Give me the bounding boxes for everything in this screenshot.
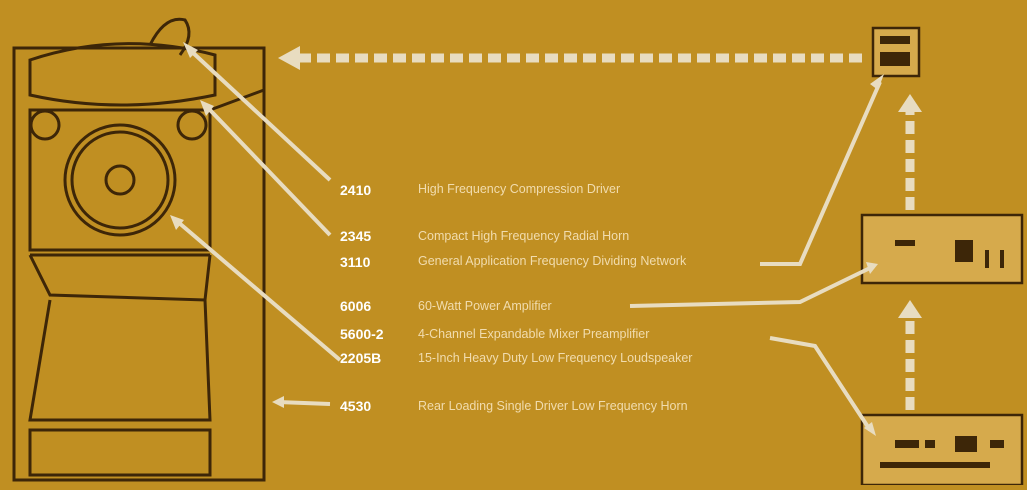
compression-driver-drawing: [148, 17, 191, 56]
component-model-2410: 2410: [340, 182, 372, 198]
component-model-4530: 4530: [340, 398, 372, 414]
leader-arrow-heads: [170, 42, 884, 436]
component-description-4530: Rear Loading Single Driver Low Frequency…: [418, 399, 688, 413]
arrow-head-amp: [898, 300, 922, 318]
woofer-outer-ring: [63, 123, 177, 237]
component-description-2205b: 15-Inch Heavy Duty Low Frequency Loudspe…: [418, 351, 693, 365]
signal-flow-arrows: [300, 53, 915, 410]
woofer-dust-cap: [104, 164, 136, 196]
cabinet-corner-right: [176, 109, 208, 141]
cabinet-base: [28, 428, 212, 477]
speaker-cabinet-drawing: [12, 17, 266, 482]
component-model-5600-2: 5600-2: [340, 326, 384, 342]
component-model-6006: 6006: [340, 298, 372, 314]
component-description-5600-2: 4-Channel Expandable Mixer Preamplifier: [418, 327, 650, 341]
arrow-head-network: [898, 94, 922, 112]
woofer-cone: [70, 130, 170, 230]
horn-mouth-upper: [28, 254, 212, 302]
component-description-3110: General Application Frequency Dividing N…: [418, 254, 687, 268]
radial-horn-drawing: [28, 42, 217, 107]
mixer-preamplifier-box: [860, 413, 1024, 487]
component-model-3110: 3110: [340, 254, 371, 270]
component-description-2345: Compact High Frequency Radial Horn: [418, 229, 630, 243]
horn-mouth-lower: [28, 299, 212, 422]
component-model-2345: 2345: [340, 228, 372, 244]
power-amplifier-box: [860, 213, 1024, 285]
cabinet-corner-left: [29, 109, 61, 141]
arrow-heads: [278, 46, 922, 318]
equipment-detail-marks: [880, 36, 1004, 468]
component-description-6006: 60-Watt Power Amplifier: [418, 299, 552, 313]
equipment-drawings: [860, 26, 1024, 487]
cabinet-upper-panel: [28, 108, 212, 252]
component-model-2205b: 2205B: [340, 350, 382, 366]
arrow-head-driver: [278, 46, 300, 70]
component-description-2410: High Frequency Compression Driver: [418, 182, 621, 196]
leader-lines: [176, 48, 882, 432]
